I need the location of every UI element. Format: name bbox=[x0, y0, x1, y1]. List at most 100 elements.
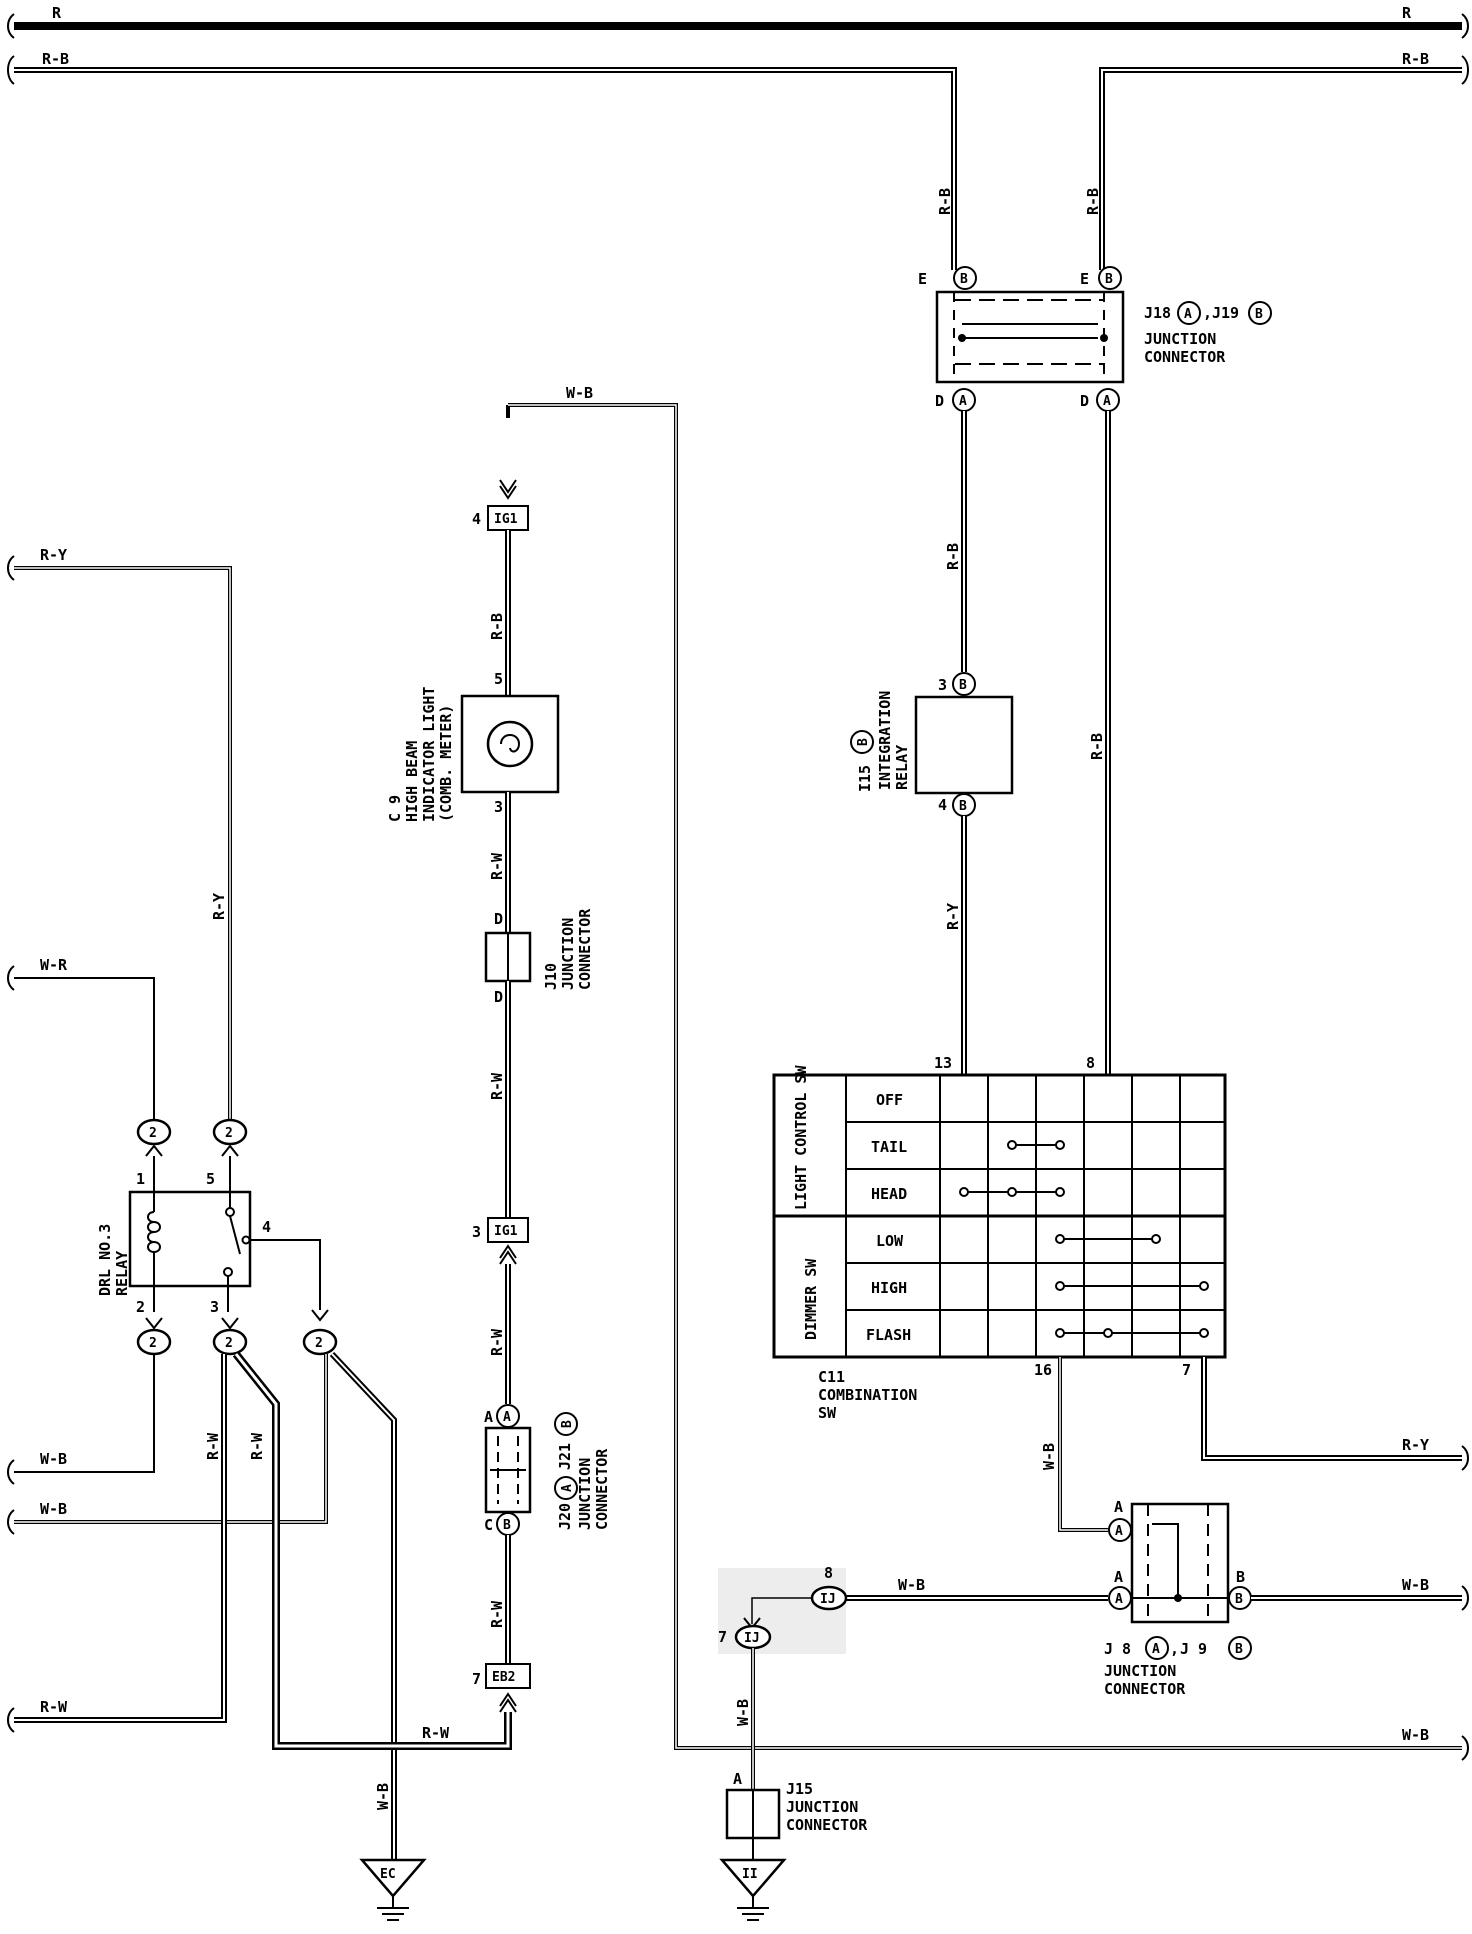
wire-label-wr-left: W-R bbox=[40, 956, 68, 974]
wire-wb-drl-left: W-B bbox=[7, 1354, 155, 1485]
i15-desc1: INTEGRATION bbox=[876, 691, 894, 790]
drl-relay: 2 2 1 5 4 2 3 DRL NO.3 RELAY 2 2 2 bbox=[96, 1118, 338, 1356]
wire-rw-c9-j10: R-W bbox=[488, 792, 511, 933]
svg-text:7: 7 bbox=[1182, 1361, 1191, 1379]
ground-ii: II bbox=[719, 1858, 787, 1921]
c9-desc1: HIGH BEAM bbox=[403, 741, 421, 822]
i15-id: I15 bbox=[856, 765, 874, 792]
svg-text:B: B bbox=[1235, 1592, 1243, 1607]
row-flash: FLASH bbox=[866, 1326, 911, 1344]
svg-text:IJ: IJ bbox=[744, 1631, 760, 1646]
svg-text:7: 7 bbox=[718, 1628, 727, 1646]
wire-label-rb-8: R-B bbox=[1088, 733, 1106, 760]
wire-wb-drl4-left: W-B bbox=[7, 1354, 328, 1535]
ground-ec: EC bbox=[359, 1858, 427, 1921]
wire-label-rw-eb2a: R-W bbox=[488, 1600, 506, 1628]
svg-text:IG1: IG1 bbox=[494, 1224, 518, 1239]
wire-ry-i15-to-c11: R-Y bbox=[944, 816, 967, 1075]
svg-text:D: D bbox=[494, 910, 503, 928]
svg-text:A: A bbox=[733, 1770, 742, 1788]
wire-label-r-left: R bbox=[52, 4, 62, 22]
svg-text:C: C bbox=[484, 1516, 493, 1534]
svg-text:A: A bbox=[1103, 394, 1111, 409]
circ-b: B bbox=[960, 272, 968, 287]
c9-desc2: INDICATOR LIGHT bbox=[420, 687, 438, 822]
drl-desc2: RELAY bbox=[113, 1251, 131, 1296]
j15-junction-connector: A J15 JUNCTION CONNECTOR bbox=[725, 1770, 868, 1860]
svg-text:3: 3 bbox=[938, 676, 947, 694]
wire-label-rb-c9: R-B bbox=[488, 613, 506, 640]
j15-desc2: CONNECTOR bbox=[786, 1816, 868, 1834]
svg-text:A: A bbox=[503, 1410, 511, 1425]
svg-text:A: A bbox=[1115, 1592, 1123, 1607]
svg-text:2: 2 bbox=[149, 1126, 157, 1141]
ij-connector: 8 IJ 7 IJ bbox=[718, 1564, 848, 1654]
j15-id: J15 bbox=[786, 1780, 813, 1798]
ig1-top-connector: 4 IG1 bbox=[472, 479, 529, 531]
svg-text:A: A bbox=[1114, 1498, 1123, 1516]
svg-text:2: 2 bbox=[149, 1336, 157, 1351]
svg-text:5: 5 bbox=[494, 670, 503, 688]
bus-r: R R bbox=[7, 4, 1469, 39]
wire-wr-left: W-R bbox=[7, 956, 155, 1126]
svg-text:4: 4 bbox=[938, 796, 947, 814]
wire-rw-j20-eb2: R-W bbox=[488, 1535, 511, 1664]
j19-label: J19 bbox=[1212, 304, 1239, 322]
svg-text:8: 8 bbox=[1086, 1054, 1095, 1072]
j8-label: J 8 bbox=[1104, 1640, 1131, 1658]
i15-desc2: RELAY bbox=[893, 745, 911, 790]
group-dimmer: DIMMER SW bbox=[802, 1258, 820, 1340]
svg-text:3: 3 bbox=[210, 1298, 219, 1316]
pin-d-right: D bbox=[1080, 392, 1089, 410]
wire-label-rw-eb2: R-W bbox=[422, 1724, 450, 1742]
j10-junction-connector: D D J10 JUNCTION CONNECTOR bbox=[484, 908, 594, 1006]
svg-text:5: 5 bbox=[206, 1170, 215, 1188]
wire-rw-drl3-left: R-W R-W bbox=[7, 1354, 227, 1733]
svg-text:A: A bbox=[484, 1408, 493, 1426]
wire-label-wb-16: W-B bbox=[1040, 1443, 1058, 1470]
wire-label-wb-ec: W-B bbox=[374, 1783, 392, 1810]
j8-desc1: JUNCTION bbox=[1104, 1662, 1176, 1680]
j21-id: J21 bbox=[556, 1443, 574, 1470]
j10-desc1: JUNCTION bbox=[559, 918, 577, 990]
wire-label-ry-right: R-Y bbox=[1402, 1436, 1429, 1454]
svg-text:3: 3 bbox=[494, 798, 503, 816]
wire-rb-ig1-c9: R-B bbox=[488, 530, 511, 696]
wire-ry-c11-7: R-Y bbox=[1201, 1357, 1469, 1471]
svg-text:1: 1 bbox=[136, 1170, 145, 1188]
j20-desc1: JUNCTION bbox=[576, 1458, 594, 1530]
svg-text:EC: EC bbox=[380, 1867, 396, 1882]
svg-text:B: B bbox=[1236, 1568, 1245, 1586]
wire-label-rb-left: R-B bbox=[42, 50, 69, 68]
svg-text:8: 8 bbox=[824, 1564, 833, 1582]
svg-text:2: 2 bbox=[225, 1336, 233, 1351]
svg-text:A: A bbox=[959, 394, 967, 409]
svg-text:A: A bbox=[1152, 1642, 1160, 1657]
wire-rw-j10-ig1: R-W bbox=[488, 981, 511, 1218]
row-high: HIGH bbox=[871, 1279, 907, 1297]
wire-rb-to-c11-8: R-B bbox=[1088, 411, 1111, 1075]
c11-combination-switch: 13 8 LIGHT CONTROL SW DIMMER SW OFF TAIL… bbox=[772, 1054, 1227, 1422]
c11-desc1: COMBINATION bbox=[818, 1386, 917, 1404]
svg-text:16: 16 bbox=[1034, 1361, 1052, 1379]
svg-text:D: D bbox=[494, 988, 503, 1006]
j8-desc2: CONNECTOR bbox=[1104, 1680, 1186, 1698]
wire-label-rw-j20a: R-W bbox=[488, 1328, 506, 1356]
svg-text:B: B bbox=[959, 678, 967, 693]
wire-wb-ij8-j8: W-B bbox=[842, 1576, 1108, 1601]
wire-label-wb-top: W-B bbox=[566, 384, 593, 402]
j8-j9-junction-connector: A A A A B B J 8 A , J 9 B JUNCTION CONNE… bbox=[1104, 1498, 1252, 1698]
wire-wb-ij7-j15: W-B bbox=[734, 1648, 755, 1790]
svg-text:2: 2 bbox=[315, 1336, 323, 1351]
wire-label-ry-left: R-Y bbox=[40, 546, 67, 564]
bus-rb: R-B R-B R-B R-B bbox=[7, 50, 1469, 270]
svg-text:B: B bbox=[503, 1518, 511, 1533]
pin-e-right: E bbox=[1080, 270, 1089, 288]
wire-label-wb-j9: W-B bbox=[1402, 1576, 1429, 1594]
svg-text:2: 2 bbox=[225, 1126, 233, 1141]
svg-text:EB2: EB2 bbox=[492, 1670, 515, 1685]
wire-label-wb-j15: W-B bbox=[734, 1699, 752, 1726]
svg-text:7: 7 bbox=[472, 1670, 481, 1688]
j20-j21-junction-connector: A A C B J20 A J21 B JUNCTION CONNECTOR bbox=[484, 1404, 611, 1536]
wire-label-ry-13: R-Y bbox=[944, 903, 962, 930]
